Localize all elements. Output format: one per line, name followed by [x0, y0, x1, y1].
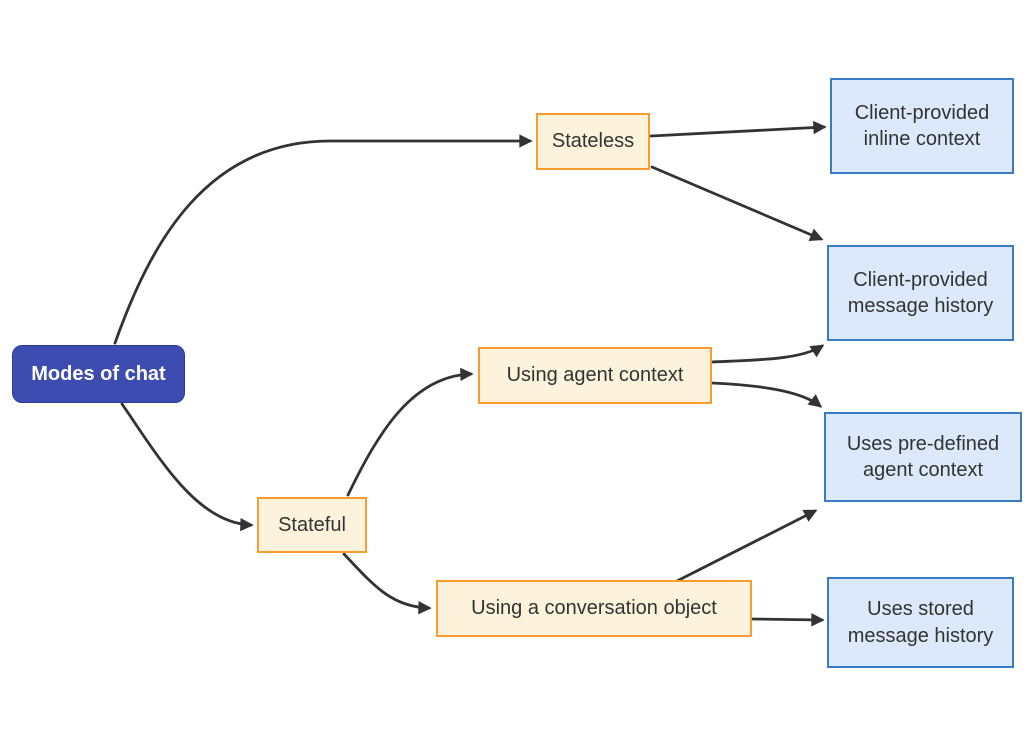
- edge-conversation-stored-history: [750, 613, 825, 627]
- node-using-a-conversation-object: Using a conversation object: [436, 580, 752, 637]
- node-stateless: Stateless: [536, 113, 650, 170]
- node-uses-stored-message-history: Uses stored message history: [827, 577, 1014, 668]
- node-modes-of-chat: Modes of chat: [12, 345, 185, 403]
- edge-root-stateless: [113, 134, 533, 345]
- edge-root-stateful: [120, 402, 254, 532]
- node-using-agent-context: Using agent context: [478, 347, 712, 404]
- node-client-provided-message-history: Client-provided message history: [827, 245, 1014, 341]
- edge-stateless-inline-context: [649, 120, 827, 138]
- node-stateful: Stateful: [257, 497, 367, 553]
- node-client-provided-inline-context: Client-provided inline context: [830, 78, 1014, 174]
- edge-stateful-conversation: [342, 552, 432, 615]
- edge-stateful-agent-context: [346, 367, 474, 497]
- edge-agent-context-predefined-context: [710, 381, 823, 408]
- edge-agent-context-message-history: [710, 344, 825, 364]
- edge-stateless-message-history: [650, 165, 824, 241]
- edge-conversation-predefined-context: [675, 509, 818, 583]
- node-uses-pre-defined-agent-context: Uses pre-defined agent context: [824, 412, 1022, 502]
